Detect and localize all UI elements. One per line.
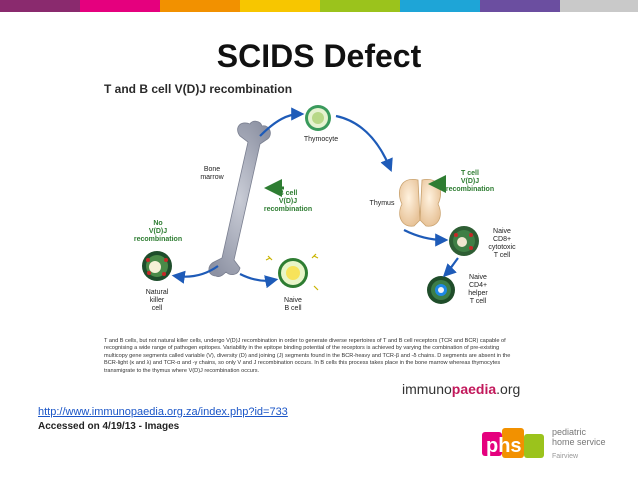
cd4-label-line: T cell: [469, 298, 487, 305]
nk-cell: [142, 251, 172, 281]
arrow-thymus-to-cd8: [403, 229, 449, 247]
immunopaedia-brand: immunopaedia.org: [402, 381, 520, 397]
phs-mark-icon: phs: [482, 428, 544, 458]
source-link[interactable]: http://www.immunopaedia.org.za/index.php…: [38, 406, 288, 418]
cd8-label-line: cytotoxic: [488, 244, 516, 251]
no-vdj-label-line: No: [153, 220, 163, 227]
bcell-vdj-label-line: B cell: [278, 190, 298, 197]
naive-b-cell: [265, 253, 319, 291]
brand-suffix: .org: [496, 381, 521, 397]
logo-mark-text: phs: [486, 435, 522, 457]
nk-cell-label: Natural killer cell: [137, 289, 177, 313]
naive-b-label-line: B cell: [284, 305, 302, 312]
stripe-segment: [480, 0, 560, 12]
stripe-segment: [400, 0, 480, 12]
vdj-diagram: [142, 105, 479, 304]
vdj-figure: T and B cell V(D)J recombination: [100, 80, 526, 398]
naive-b-label: Naive B cell: [273, 297, 313, 313]
slide-title: SCIDS Defect: [216, 38, 422, 74]
stripe-segment: [320, 0, 400, 12]
stripe-segment: [80, 0, 160, 12]
thymocyte-label: Thymocyte: [303, 136, 339, 143]
thymocyte-cell: [305, 105, 331, 131]
naive-b-label-line: Naive: [284, 297, 302, 304]
cd8-t-cell: [449, 226, 479, 256]
no-vdj-label-line: V(D)J: [148, 228, 168, 235]
stripe-segment: [560, 0, 638, 12]
phs-logo: phs pediatric home service Fairview: [480, 422, 630, 472]
tcell-vdj-label: T cell V(D)J recombination: [444, 170, 496, 194]
cd8-label-line: CD8+: [492, 236, 512, 243]
nk-cell-label-line: Natural: [145, 289, 169, 296]
accessed-note: Accessed on 4/19/13 - Images: [38, 421, 180, 432]
logo-line-3: Fairview: [552, 453, 579, 460]
bone-marrow-label: Bone marrow: [192, 166, 232, 182]
stripe-segment: [0, 0, 80, 12]
cd8-label: Naive CD8+ cytotoxic T cell: [482, 228, 522, 260]
no-vdj-label-line: recombination: [133, 236, 183, 243]
arrow-cd8-to-cd4: [442, 257, 459, 278]
thymus-organ: [399, 178, 441, 227]
tcell-vdj-label-line: recombination: [445, 186, 495, 193]
cd8-label-line: T cell: [493, 252, 511, 259]
nk-cell-label-line: killer: [149, 297, 165, 304]
brand-prefix: immuno: [402, 381, 452, 397]
cd4-label-line: helper: [468, 290, 488, 297]
nk-cell-label-line: cell: [151, 305, 163, 312]
cd4-label-line: Naive: [469, 274, 487, 281]
cd4-label: Naive CD4+ helper T cell: [458, 274, 498, 306]
color-stripe: [0, 0, 638, 12]
bone-marrow-icon: [208, 120, 271, 277]
bcell-vdj-label: B cell V(D)J recombination: [260, 190, 316, 214]
tcell-vdj-label-line: T cell: [461, 170, 479, 177]
bone-marrow-label-line: Bone: [203, 166, 221, 173]
thymus-label: Thymus: [369, 200, 395, 207]
stripe-segment: [240, 0, 320, 12]
logo-line-1: pediatric: [552, 427, 587, 437]
arrow-bone-to-nk: [171, 265, 219, 284]
arrow-bone-to-thymocyte: [259, 107, 305, 137]
arrow-bone-to-bcell: [239, 273, 279, 289]
cd4-t-cell: [427, 276, 455, 304]
cd8-label-line: Naive: [493, 228, 511, 235]
no-vdj-label: No V(D)J recombination: [130, 220, 186, 244]
arrow-thymocyte-to-thymus: [335, 114, 393, 173]
tcell-vdj-label-line: V(D)J: [460, 178, 480, 185]
bcell-vdj-label-line: V(D)J: [278, 198, 298, 205]
figure-title: T and B cell V(D)J recombination: [104, 82, 293, 96]
brand-main: paedia: [451, 381, 497, 397]
logo-line-2: home service: [552, 437, 606, 447]
bone-marrow-label-line: marrow: [200, 174, 224, 181]
stripe-segment: [160, 0, 240, 12]
figure-caption: T and B cells, but not natural killer ce…: [104, 338, 511, 374]
cd4-label-line: CD4+: [468, 282, 488, 289]
bcell-vdj-label-line: recombination: [263, 206, 313, 213]
